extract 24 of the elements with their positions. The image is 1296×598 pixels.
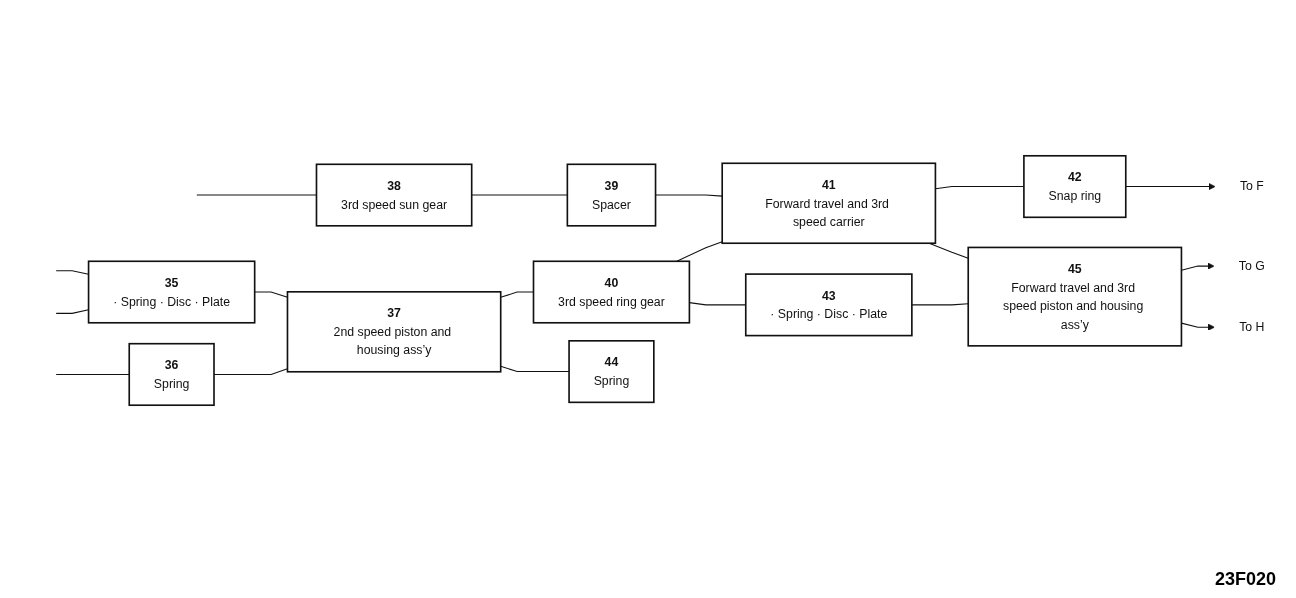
connector: [471, 194, 568, 196]
node-box: 40 3rd speed ring gear: [532, 259, 691, 324]
connector: [655, 194, 723, 197]
node-text: To F: [1239, 178, 1264, 193]
connector: [911, 302, 969, 305]
node-box: 42 Snap ring: [1023, 154, 1127, 218]
node-box: 37 2nd speed piston and housing ass’y: [286, 290, 502, 373]
node-box: 41 Forward travel and 3rd speed carrier: [721, 161, 937, 244]
drawing-number: 23F020: [1214, 569, 1276, 590]
node-box: 38 3rd speed sun gear: [315, 163, 473, 227]
node-box: 36 Spring: [128, 342, 215, 406]
node-box: 45 Forward travel and 3rd speed piston and housing ass’y: [967, 246, 1183, 347]
connector: [55, 373, 130, 375]
node-box: 44 Spring: [568, 339, 655, 403]
node-text: To G: [1238, 258, 1265, 272]
connector: [928, 242, 969, 259]
node-box: 35 · Spring · Disc · Plate: [87, 259, 256, 324]
node-text: To H: [1239, 319, 1265, 334]
connector: [195, 194, 317, 196]
arrow: [1125, 182, 1216, 190]
connector: [254, 291, 288, 298]
connector: [500, 365, 570, 372]
node-box: 43 · Spring · Disc · Plate: [744, 272, 913, 336]
node-box: 39 Spacer: [566, 163, 657, 227]
